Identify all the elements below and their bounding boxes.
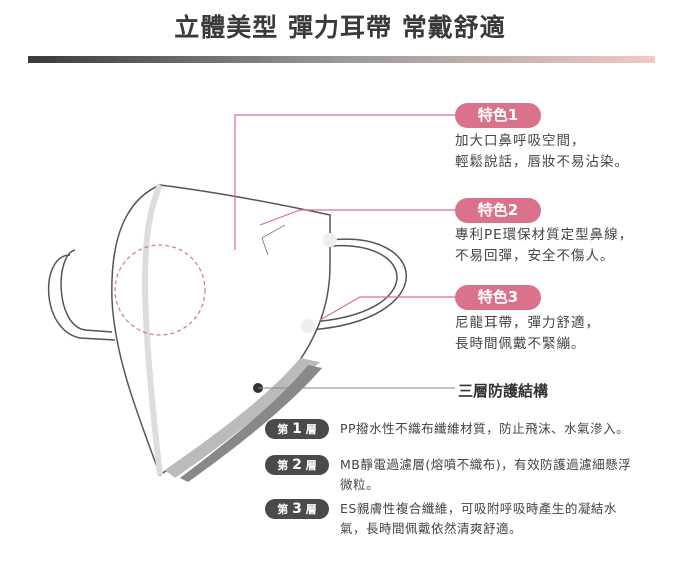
- feature-1-text: 加大口鼻呼吸空間，輕鬆說話，唇妝不易沾染。: [455, 133, 629, 170]
- layer-3-badge: 第 3 層: [265, 499, 329, 519]
- layer-2-text: MB靜電過濾層(熔噴不織布)，有效防護過濾細懸浮微粒。: [340, 457, 632, 492]
- layer-2-badge: 第 2 層: [265, 455, 329, 475]
- gradient-divider: [28, 56, 655, 63]
- layer-3-text: ES親膚性複合纖維，可吸附呼吸時產生的凝結水氣，長時間佩戴依然清爽舒適。: [340, 501, 617, 536]
- structure-title: 三層防護結構: [458, 382, 549, 400]
- feature-2-text: 專利PE環保材質定型鼻線，不易回彈，安全不傷人。: [455, 227, 634, 264]
- feature-1-badge: 特色1: [455, 103, 541, 128]
- feature-3-text: 尼龍耳帶，彈力舒適，長時間佩戴不緊繃。: [455, 315, 600, 352]
- layer-1-badge: 第 1 層: [265, 419, 329, 439]
- feature-3-badge: 特色3: [455, 285, 541, 310]
- feature-2-badge: 特色2: [455, 198, 541, 223]
- page-title: 立體美型 彈力耳帶 常戴舒適: [174, 13, 506, 42]
- layer-1-text: PP撥水性不織布纖維材質，防止飛沫、水氣滲入。: [340, 421, 630, 436]
